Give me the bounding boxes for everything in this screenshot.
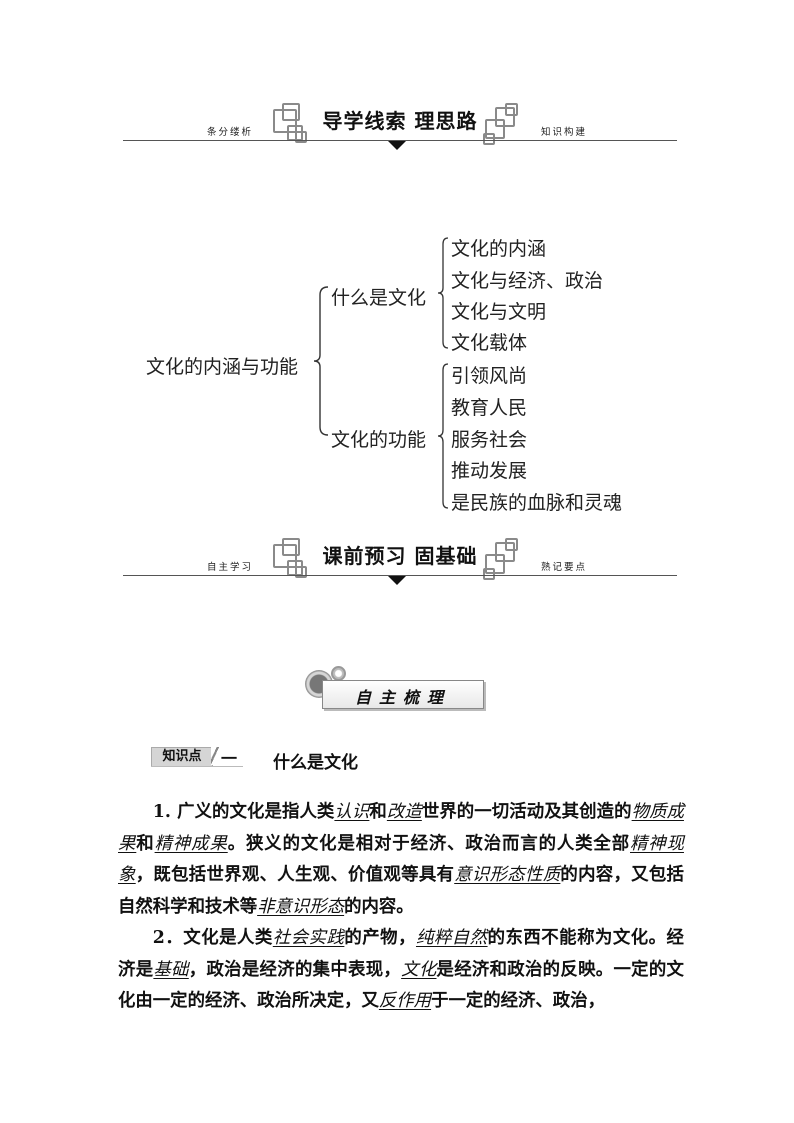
text: 的内容。 xyxy=(344,896,414,917)
text: 和 xyxy=(369,802,387,822)
circle-decoration-icon xyxy=(331,666,346,681)
brace-icon xyxy=(437,237,449,349)
key-term: 意识形态性质 xyxy=(454,865,561,885)
mind-map-item: 文化的内涵 xyxy=(451,238,547,260)
key-term: 精神成果 xyxy=(154,833,228,854)
mind-map-branch: 什么是文化 xyxy=(331,287,427,309)
mind-map-item: 文化与文明 xyxy=(451,301,547,323)
banner-left-subtitle: 条分缕析 xyxy=(207,127,254,138)
mind-map-item: 是民族的血脉和灵魂 xyxy=(451,492,623,514)
key-term: 纯粹自然 xyxy=(415,928,488,948)
text: 和 xyxy=(136,833,155,854)
text: 世界的一切活动及其创造的 xyxy=(421,802,632,822)
text: 的产物， xyxy=(344,928,416,948)
key-term: 认识 xyxy=(334,802,370,822)
brace-icon xyxy=(437,363,449,509)
badge-label: 自主梳理 xyxy=(354,688,451,707)
key-term: 物质成果 xyxy=(118,802,684,854)
banner-title: 课前预习 固基础 xyxy=(322,544,478,568)
key-term: 非意识形态 xyxy=(257,896,345,917)
mind-map-item: 文化载体 xyxy=(451,332,528,354)
banner-right-subtitle: 知识构建 xyxy=(541,127,588,138)
text: 。狭义的文化是相对于经济、政治而言的人类全部 xyxy=(227,833,630,854)
text: 的东西不能称为文化。经济是 xyxy=(118,928,684,980)
mind-map-root: 文化的内涵与功能 xyxy=(146,356,299,378)
key-term: 文化 xyxy=(401,959,437,980)
slash-decoration-icon xyxy=(211,747,219,765)
paragraph-1: 1. 广义的文化是指人类认识和改造世界的一切活动及其创造的物质成果和精神成果。狭… xyxy=(118,797,684,923)
mind-map-item: 文化与经济、政治 xyxy=(451,270,604,292)
squares-decoration-icon xyxy=(483,103,523,147)
banner-right-subtitle: 熟记要点 xyxy=(541,562,588,573)
squares-decoration-icon xyxy=(483,538,523,582)
section-banner-guide: 导学线索 理思路 条分缕析 知识构建 xyxy=(123,95,677,155)
section-badge: 自主梳理 xyxy=(322,680,484,709)
divider xyxy=(123,575,677,576)
text: 2．文化是人类 xyxy=(152,928,273,948)
banner-left-subtitle: 自主学习 xyxy=(207,562,254,573)
brace-icon xyxy=(313,286,329,436)
knowledge-point-title: 什么是文化 xyxy=(273,753,358,773)
text: 是经济和政治的反映。一定的文化由一定的经济、政治所决定，又 xyxy=(118,959,684,1012)
triangle-marker-icon xyxy=(388,576,406,585)
section-banner-preview: 课前预习 固基础 自主学习 熟记要点 xyxy=(123,530,677,590)
divider xyxy=(123,140,677,141)
text: 于一定的经济、政治， xyxy=(431,991,605,1011)
mind-map-item: 服务社会 xyxy=(451,429,528,451)
text: 的内容，又包括自然科学和技术等 xyxy=(118,865,684,917)
key-term: 反作用 xyxy=(378,991,432,1011)
knowledge-point-number: 一 xyxy=(221,749,238,768)
body-text: 1. 广义的文化是指人类认识和改造世界的一切活动及其创造的物质成果和精神成果。狭… xyxy=(118,797,684,1018)
mind-map-branch: 文化的功能 xyxy=(331,429,427,451)
triangle-marker-icon xyxy=(388,141,406,150)
divider xyxy=(151,766,243,767)
text: ，既包括世界观、人生观、价值观等具有 xyxy=(135,865,455,885)
key-term: 精神现象 xyxy=(118,833,684,886)
paragraph-2: 2．文化是人类社会实践的产物，纯粹自然的东西不能称为文化。经济是基础，政治是经济… xyxy=(118,923,684,1018)
key-term: 改造 xyxy=(386,802,422,822)
text: ，政治是经济的集中表现， xyxy=(188,959,402,980)
squares-decoration-icon xyxy=(273,103,313,147)
key-term: 基础 xyxy=(153,959,189,980)
mind-map-item: 教育人民 xyxy=(451,397,528,419)
text: 1. 广义的文化是指人类 xyxy=(152,802,335,822)
mind-map-item: 推动发展 xyxy=(451,460,528,482)
mind-map-item: 引领风尚 xyxy=(451,365,528,387)
knowledge-point-label: 知识点 xyxy=(151,747,213,767)
banner-title: 导学线索 理思路 xyxy=(322,109,478,133)
key-term: 社会实践 xyxy=(272,928,345,948)
